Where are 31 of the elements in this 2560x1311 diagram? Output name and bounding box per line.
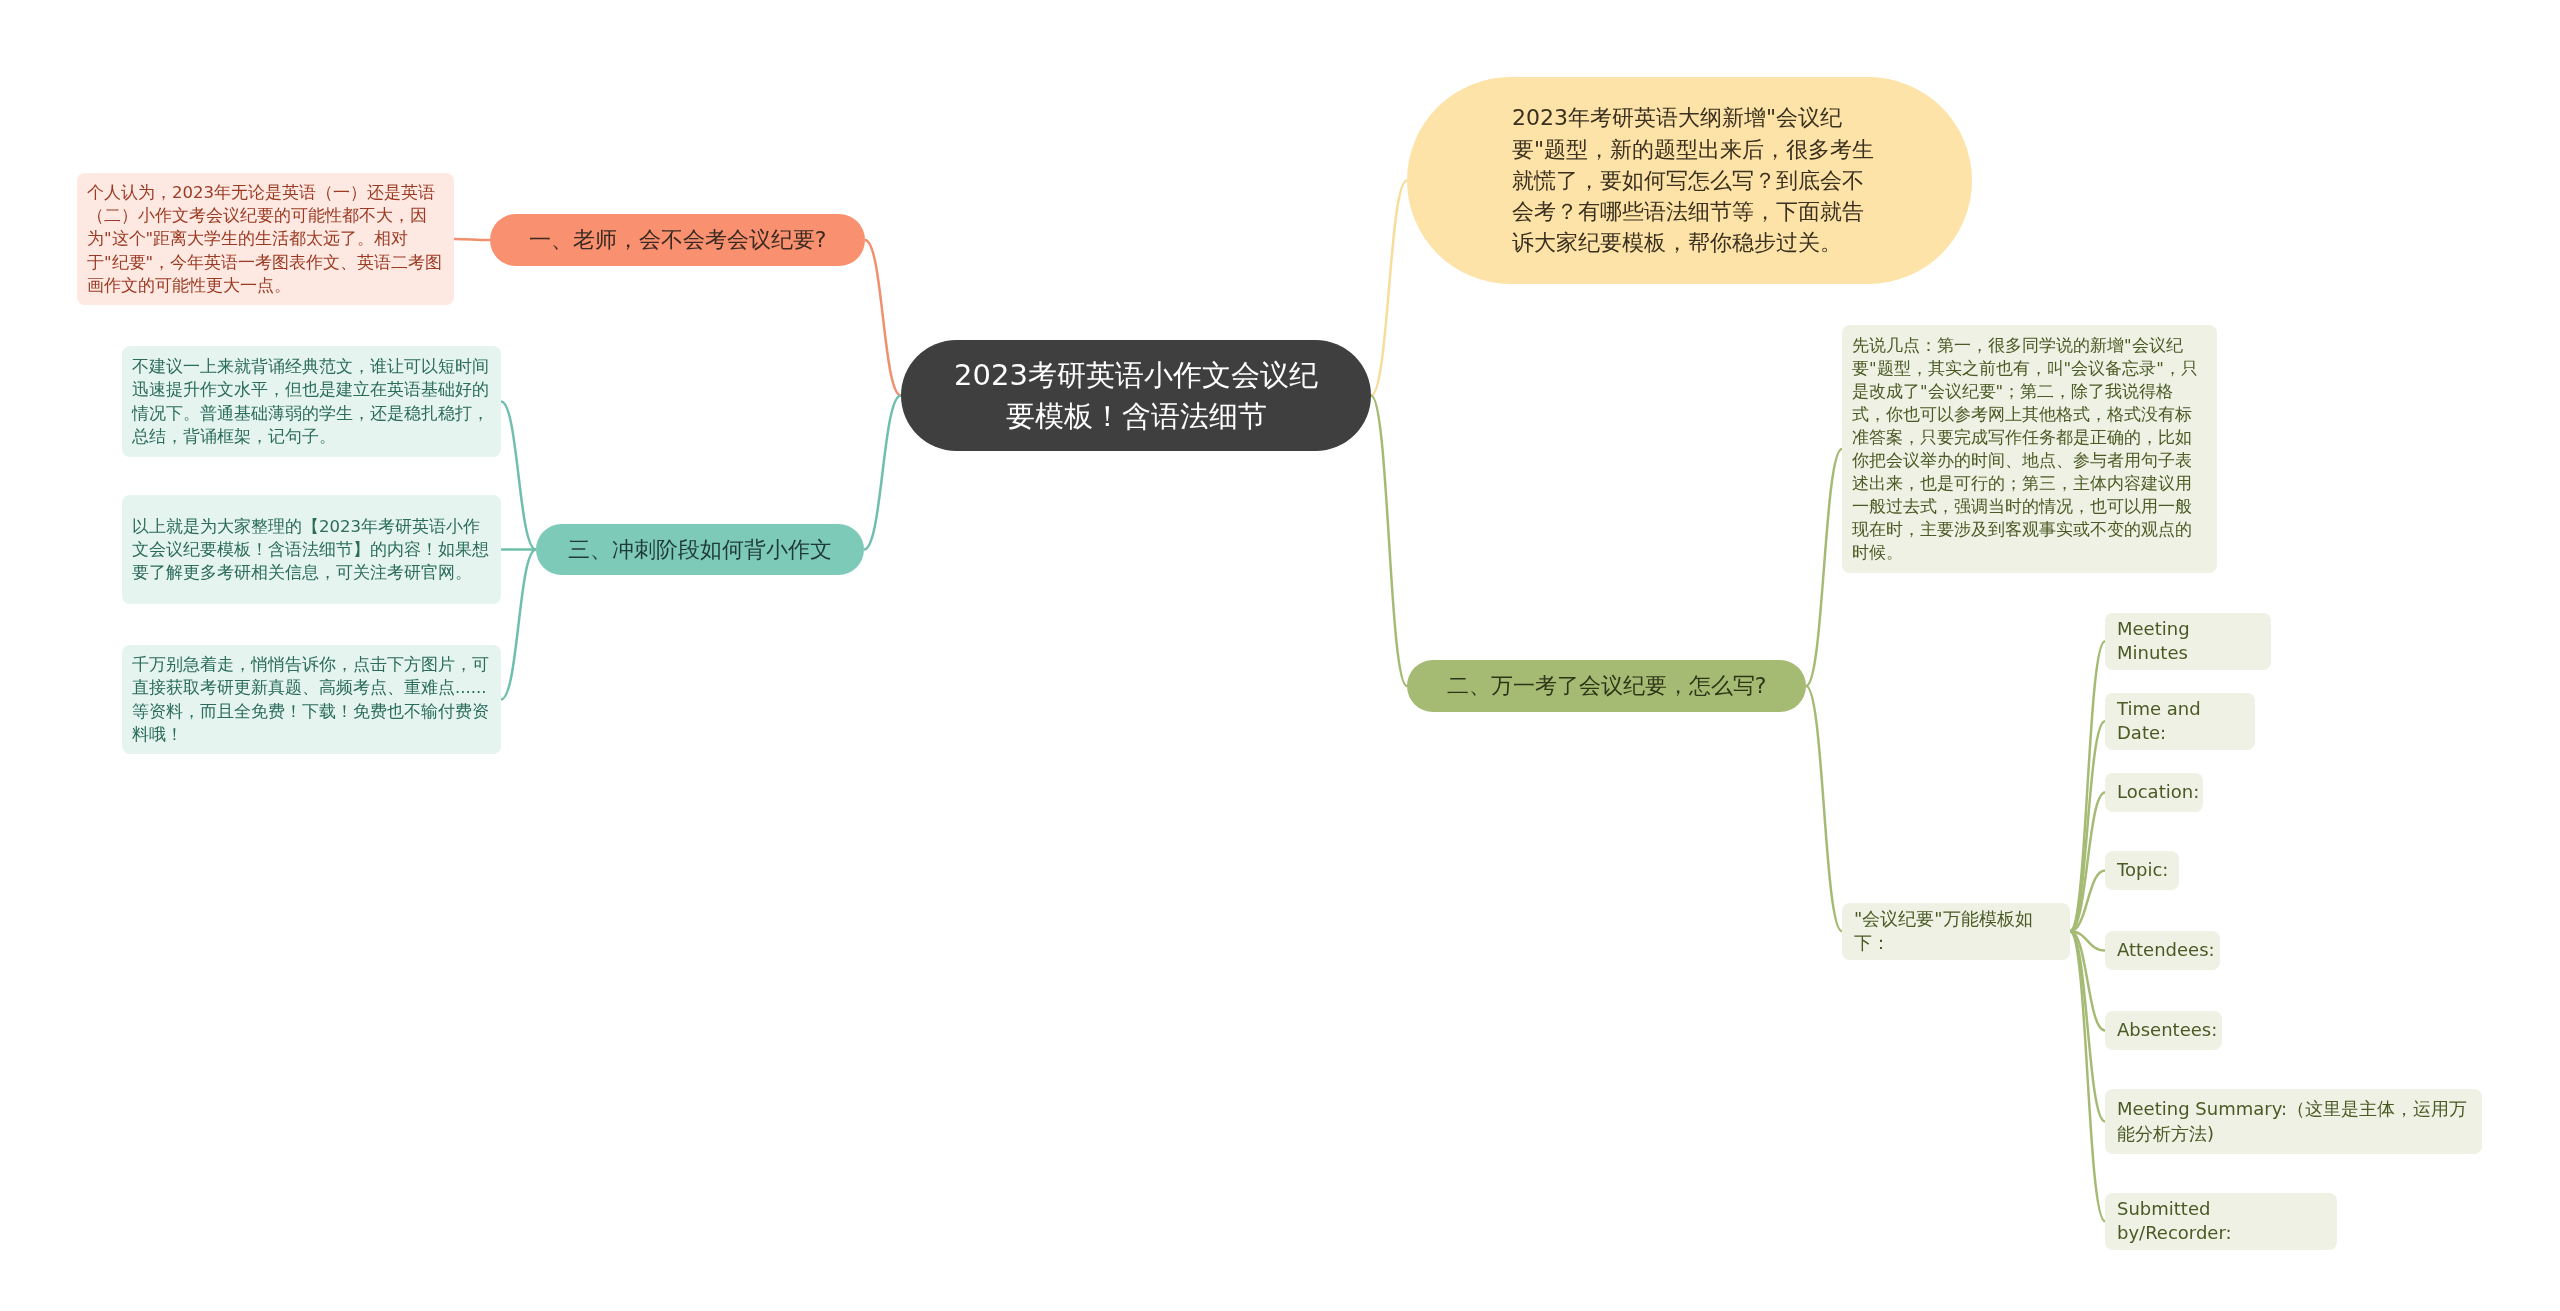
branch-connector [1370,394,1408,687]
subtopic-card: Location: [2105,773,2203,812]
branch-topic: 二、万一考了会议纪要，怎么写? [1407,660,1806,712]
subtopic-card: Meeting Summary:（这里是主体，运用万能分析方法) [2105,1089,2482,1154]
subtopic-card: Absentees: [2105,1011,2222,1050]
branch-connector [454,237,490,242]
branch-connector [864,239,902,397]
subtopic-card: Time and Date: [2105,693,2255,750]
branch-topic: 一、老师，会不会考会议纪要? [490,214,865,266]
note-card: 个人认为，2023年无论是英语（一）还是英语（二）小作文考会议纪要的可能性都不大，因为"这个"距离大学生的生活都太远了。相对于"纪要"，今年英语一考图表作文、英语二考图画作文的可能性更大一点。 [77,173,454,305]
branch-connector [1805,448,1843,687]
branch-connector [2069,930,2106,1123]
branch-connector [500,400,537,551]
note-card: 先说几点：第一，很多同学说的新增"会议纪要"题型，其实之前也有，叫"会议备忘录"，只是改成了"会议纪要"；第二，除了我说得格式，你也可以参考网上其他格式，格式没有标准答案，只要完成写作任务都是正确的，比如你把会议举办的时间、地点、参与者用句子表述出来，也是可行的；第三，主体内容建议用一般过去式，强调当时的情况，也可以用一般现在时，主要涉及到客观事实或不变的观点的时候。 [1842,325,2217,573]
central-topic: 2023考研英语小作文会议纪要模板！含语法细节 [901,340,1371,451]
subtopic-card: Submitted by/Recorder: [2105,1193,2337,1250]
subtopic-card: Topic: [2105,851,2179,890]
summary-bubble: 2023年考研英语大纲新增"会议纪要"题型，新的题型出来后，很多考生就慌了，要如何写怎么写？到底会不会考？有哪些语法细节等，下面就告诉大家纪要模板，帮你稳步过关。 [1407,77,1972,284]
note-card: 不建议一上来就背诵经典范文，谁让可以短时间迅速提升作文水平，但也是建立在英语基础好的情况下。普通基础薄弱的学生，还是稳扎稳打，总结，背诵框架，记句子。 [122,346,501,457]
subtopic-card: Meeting Minutes [2105,613,2271,670]
branch-connector [500,548,537,701]
branch-connector [1370,179,1408,397]
subtopic-card: Attendees: [2105,931,2220,970]
branch-connector [2068,930,2107,1223]
branch-connector [863,394,902,551]
branch-connector [1805,685,1843,933]
note-card: 千万别急着走，悄悄告诉你，点击下方图片，可直接获取考研更新真题、高频考点、重难点......等资料，而且全免费！下载！免费也不输付费资料哦！ [122,645,501,754]
note-card: 以上就是为大家整理的【2023年考研英语小作文会议纪要模板！含语法细节】的内容！如果想要了解更多考研相关信息，可关注考研官网。 [122,495,501,604]
branch-connector [501,548,536,551]
subtopic-card: "会议纪要"万能模板如下： [1842,903,2070,960]
branch-topic: 三、冲刺阶段如何背小作文 [536,524,864,575]
